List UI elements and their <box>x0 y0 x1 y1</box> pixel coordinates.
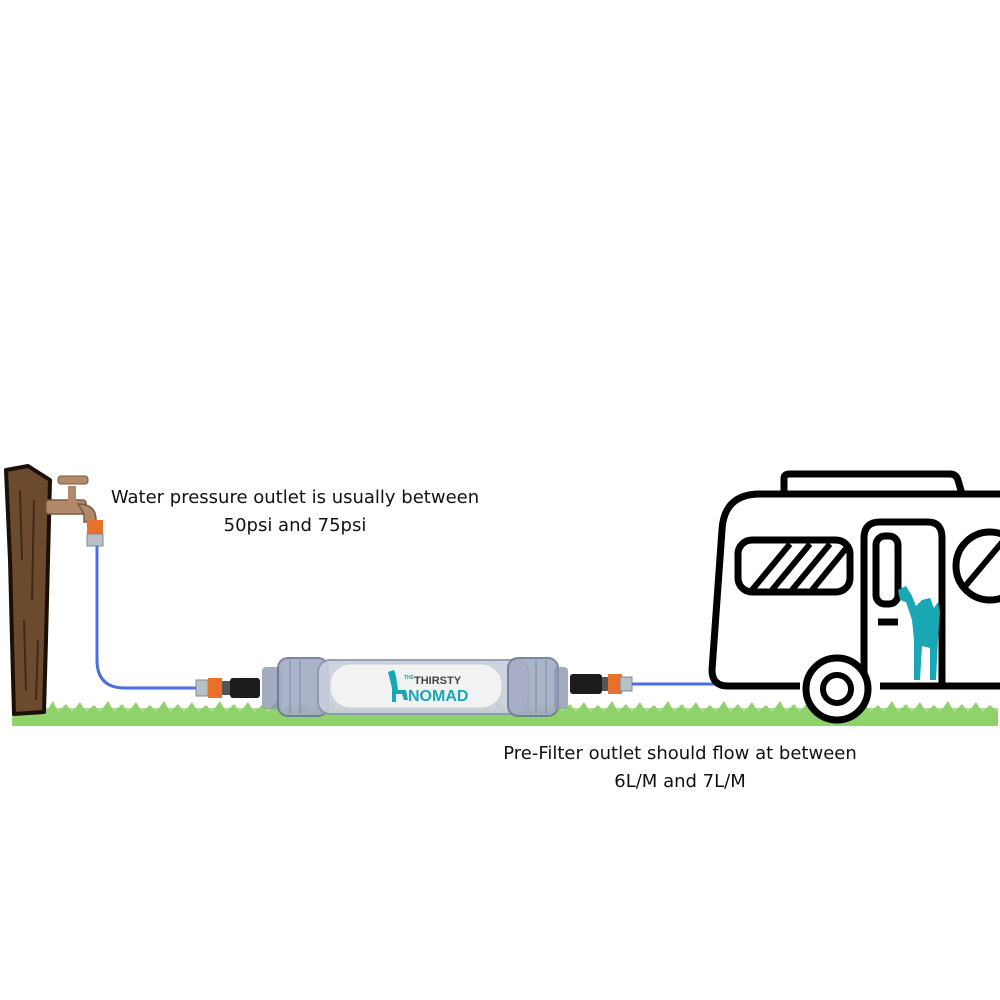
flow-caption: Pre-Filter outlet should flow at between… <box>480 740 880 796</box>
flow-caption-line2: 6L/M and 7L/M <box>614 771 746 792</box>
pressure-caption-line2: 50psi and 75psi <box>223 515 367 536</box>
hose-tap-to-filter <box>95 546 200 690</box>
water-filter-canister <box>262 657 568 717</box>
caravan-icon <box>708 470 1000 690</box>
thirsty-nomad-logo: THE THIRSTY NOMAD <box>388 670 468 705</box>
wooden-post <box>4 464 52 716</box>
caravan-window-stripes <box>749 540 1000 592</box>
tap-icon <box>45 475 104 547</box>
logo-small-text: THE <box>404 675 415 681</box>
pressure-caption-line1: Water pressure outlet is usually between <box>110 487 480 508</box>
outlet-hose-connector <box>570 674 633 694</box>
camel-icon <box>898 586 940 680</box>
logo-line2: NOMAD <box>408 688 468 705</box>
caravan-wheel <box>802 654 872 724</box>
logo-line1: THIRSTY <box>414 675 462 687</box>
inlet-hose-connector <box>195 678 260 698</box>
pressure-caption: Water pressure outlet is usually between… <box>90 484 500 540</box>
flow-caption-line1: Pre-Filter outlet should flow at between <box>503 743 857 764</box>
